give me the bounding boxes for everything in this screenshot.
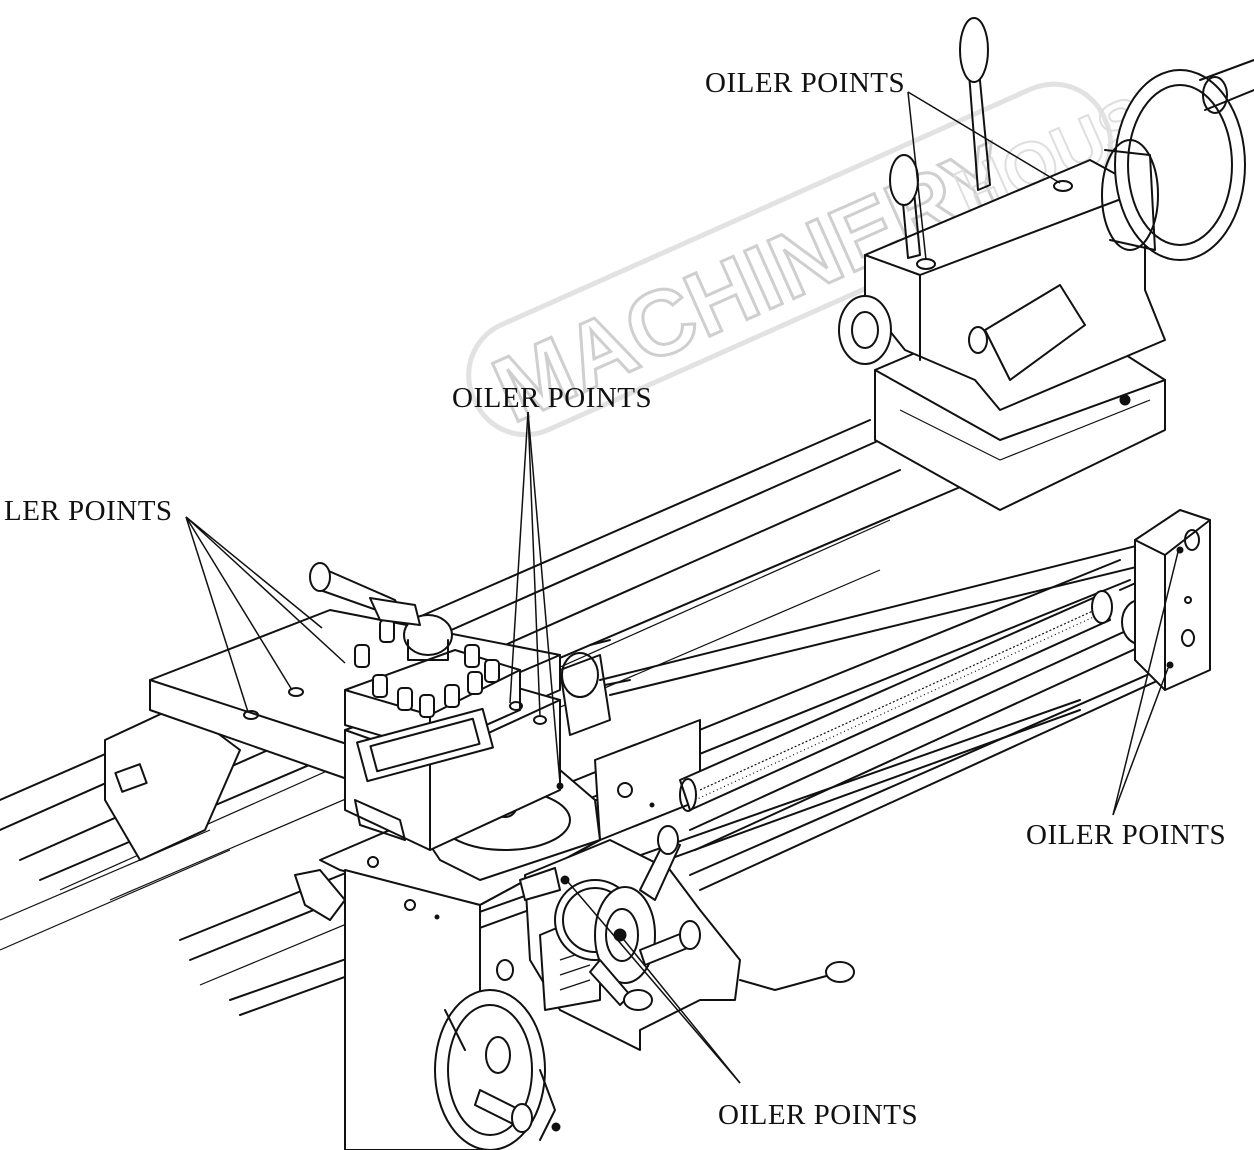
end-bracket-oil-hole-1 (1176, 546, 1184, 554)
compound-and-toolpost (309, 562, 631, 881)
leader-lines (185, 91, 1179, 1084)
compound-oil-hole-1 (509, 701, 523, 711)
apron (434, 825, 855, 1150)
leadscrew-and-feedrod (599, 535, 1171, 891)
compound-oil-hole-3 (556, 782, 564, 790)
label-cross-slide-oiler-points: LER POINTS (4, 495, 173, 527)
end-bracket (1134, 509, 1211, 691)
end-bracket-oil-hole-2 (1166, 661, 1174, 669)
label-apron-oiler-points: OILER POINTS (718, 1099, 918, 1131)
label-tailstock-oiler-points: OILER POINTS (705, 67, 905, 99)
tailstock (838, 17, 1254, 511)
cross-slide-oil-hole-1 (243, 710, 259, 720)
cross-slide-oil-hole-2 (288, 687, 304, 697)
apron-oil-hole-2 (551, 1122, 561, 1132)
tailstock-oil-hole-2 (1053, 180, 1073, 192)
oiler-point-labels: OILER POINTS OILER POINTS LER POINTS OIL… (4, 67, 1226, 1131)
apron-oil-hole-1 (560, 875, 570, 885)
label-end-bracket-oiler-points: OILER POINTS (1026, 819, 1226, 851)
label-compound-oiler-points: OILER POINTS (452, 382, 652, 414)
